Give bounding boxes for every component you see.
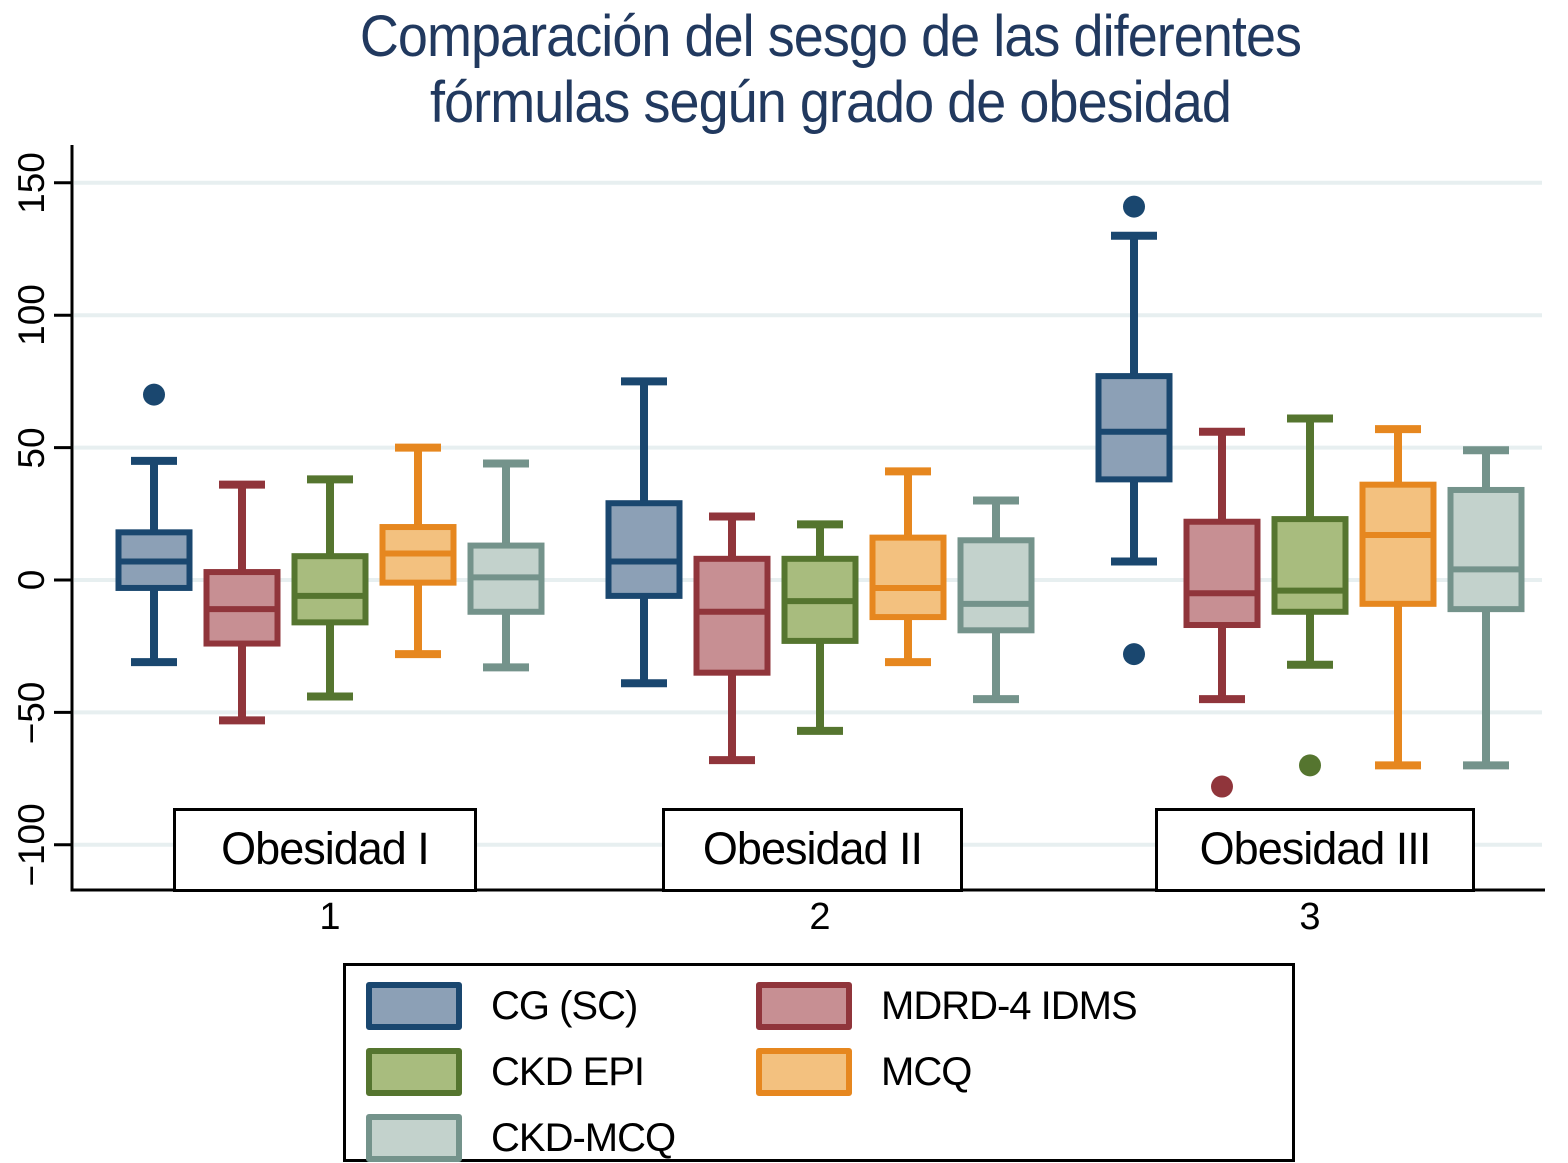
box: [869, 534, 947, 621]
chart-title: Comparación del sesgo de las diferentes …: [117, 4, 1545, 136]
outlier-dot: [1123, 195, 1145, 218]
y-tick-label-n50: −50: [11, 681, 52, 745]
x-tick-label-1: 1: [319, 896, 341, 938]
box: [605, 500, 683, 599]
legend: CG (SC) MDRD-4 IDMS CKD EPI MCQ CKD-MCQ: [343, 963, 1295, 1162]
box: [1095, 373, 1173, 483]
box: [1447, 486, 1525, 613]
box: [957, 537, 1035, 634]
legend-item-cg-sc: CG (SC): [366, 982, 638, 1030]
y-tick-label-100: 100: [11, 284, 52, 346]
legend-item-ckd-epi: CKD EPI: [366, 1048, 645, 1096]
y-tick-label-150: 150: [11, 152, 52, 214]
legend-swatch-mdrd4-idms: [756, 982, 852, 1030]
legend-swatch-mcq: [756, 1048, 852, 1096]
outlier-dot: [1299, 754, 1321, 777]
box: [1359, 481, 1437, 607]
legend-item-mdrd4-idms: MDRD-4 IDMS: [756, 982, 1138, 1030]
box: [1271, 516, 1349, 615]
y-tick-label-50: 50: [11, 427, 52, 469]
x-tick-label-3: 3: [1299, 896, 1321, 938]
y-tick-label-n100: −100: [11, 803, 52, 887]
legend-swatch-ckd-epi: [366, 1048, 462, 1096]
box: [693, 555, 771, 676]
outlier-dot: [1211, 775, 1233, 798]
legend-label-ckd-mcq: CKD-MCQ: [491, 1115, 676, 1160]
legend-item-mcq: MCQ: [756, 1048, 972, 1096]
outlier-dot: [143, 383, 165, 406]
y-tick-label-0: 0: [11, 569, 52, 591]
group-label-obesidad-1: Obesidad I: [173, 808, 477, 892]
legend-swatch-ckd-mcq: [366, 1114, 462, 1162]
box: [1183, 518, 1261, 629]
box: [291, 553, 369, 626]
x-tick-label-2: 2: [809, 896, 831, 938]
group-label-obesidad-3: Obesidad III: [1155, 808, 1475, 892]
group-label-obesidad-2: Obesidad II: [662, 808, 963, 892]
legend-item-ckd-mcq: CKD-MCQ: [366, 1114, 676, 1162]
chart-title-line1: Comparación del sesgo de las diferentes: [359, 4, 1302, 69]
legend-label-cg-sc: CG (SC): [491, 983, 638, 1028]
legend-swatch-cg-sc: [366, 982, 462, 1030]
legend-label-mcq: MCQ: [881, 1049, 972, 1094]
chart-title-line2: fórmulas según grado de obesidad: [430, 70, 1232, 135]
legend-label-ckd-epi: CKD EPI: [491, 1049, 645, 1094]
outlier-dot: [1123, 643, 1145, 666]
legend-label-mdrd4-idms: MDRD-4 IDMS: [881, 983, 1138, 1028]
